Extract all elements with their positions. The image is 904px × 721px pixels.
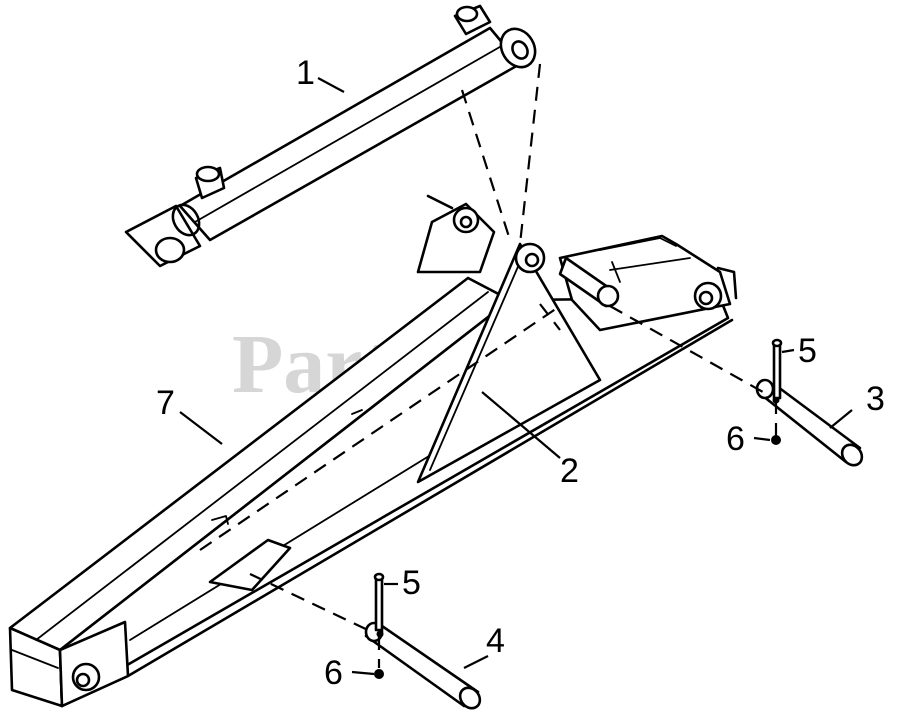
callout-leaders: [179, 77, 853, 676]
callout-4: 4: [486, 622, 505, 660]
roll-pin-part-5-upper[interactable]: [771, 338, 783, 400]
callout-labels: 1 2 3 4 5 5 6 6 7: [156, 54, 885, 692]
callout-1: 1: [296, 54, 315, 92]
callout-5-upper: 5: [798, 332, 817, 370]
zerk-part-6-upper[interactable]: [771, 435, 781, 445]
callout-5-lower: 5: [402, 564, 421, 602]
roll-pin-part-5-lower[interactable]: [373, 572, 385, 632]
gusset-plate-part-2[interactable]: [416, 194, 620, 484]
callout-6-upper: 6: [726, 420, 745, 458]
zerk-part-6-lower[interactable]: [374, 669, 384, 679]
callout-6-lower: 6: [324, 654, 343, 692]
callout-3: 3: [866, 380, 885, 418]
callout-7: 7: [156, 384, 175, 422]
callout-2: 2: [560, 452, 579, 490]
hydraulic-cylinder-part-1[interactable]: [124, 4, 542, 268]
assembly-lines: [199, 63, 778, 668]
